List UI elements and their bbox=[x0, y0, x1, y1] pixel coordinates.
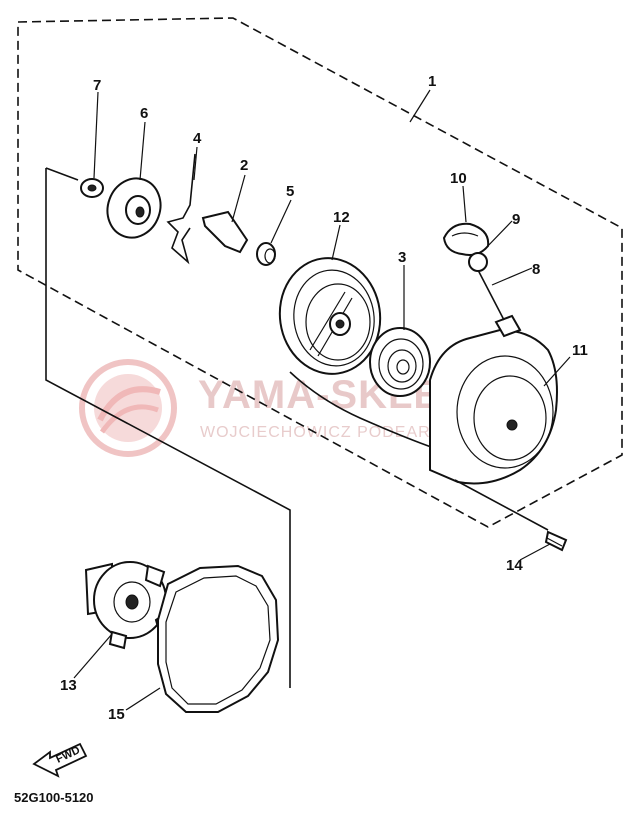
callout-2: 2 bbox=[240, 157, 248, 174]
part-14-bolt bbox=[544, 530, 568, 552]
callout-14: 14 bbox=[506, 557, 523, 574]
part-11-housing bbox=[429, 314, 558, 485]
callout-4: 4 bbox=[193, 130, 202, 147]
part-9-rope-guide bbox=[468, 252, 488, 272]
exploded-line-top bbox=[45, 167, 79, 181]
callout-10: 10 bbox=[450, 170, 467, 187]
part-2-pawl bbox=[201, 210, 249, 254]
part-12-pulley bbox=[278, 257, 382, 375]
callout-8: 8 bbox=[532, 261, 540, 278]
part-4-spring-clip bbox=[166, 153, 196, 265]
callout-5: 5 bbox=[286, 183, 294, 200]
callout-leaders bbox=[73, 89, 571, 711]
callout-13: 13 bbox=[60, 677, 77, 694]
part-6-plate bbox=[106, 177, 162, 239]
part-15-gasket bbox=[157, 564, 280, 713]
callout-12: 12 bbox=[333, 209, 350, 226]
part-10-handle bbox=[442, 222, 490, 256]
callout-11: 11 bbox=[572, 342, 588, 359]
diagram-code: 52G100-5120 bbox=[14, 790, 94, 805]
callout-3: 3 bbox=[398, 249, 406, 266]
callout-15: 15 bbox=[108, 706, 125, 723]
starter-rope bbox=[289, 371, 441, 451]
callout-9: 9 bbox=[512, 211, 520, 228]
bolt-axis-line bbox=[454, 479, 549, 531]
callout-7: 7 bbox=[93, 77, 101, 94]
assembly-outline bbox=[17, 17, 623, 528]
callout-1: 1 bbox=[428, 73, 436, 90]
callout-6: 6 bbox=[140, 105, 148, 122]
part-7-nut bbox=[80, 178, 104, 198]
watermark-logo-icon bbox=[79, 359, 177, 457]
part-5-spring bbox=[256, 242, 276, 266]
fwd-arrow-icon: FWD bbox=[32, 742, 88, 778]
part-8-rope bbox=[477, 269, 505, 321]
part-3-recoil-spring bbox=[369, 327, 431, 397]
exploded-view-lines bbox=[45, 168, 291, 688]
